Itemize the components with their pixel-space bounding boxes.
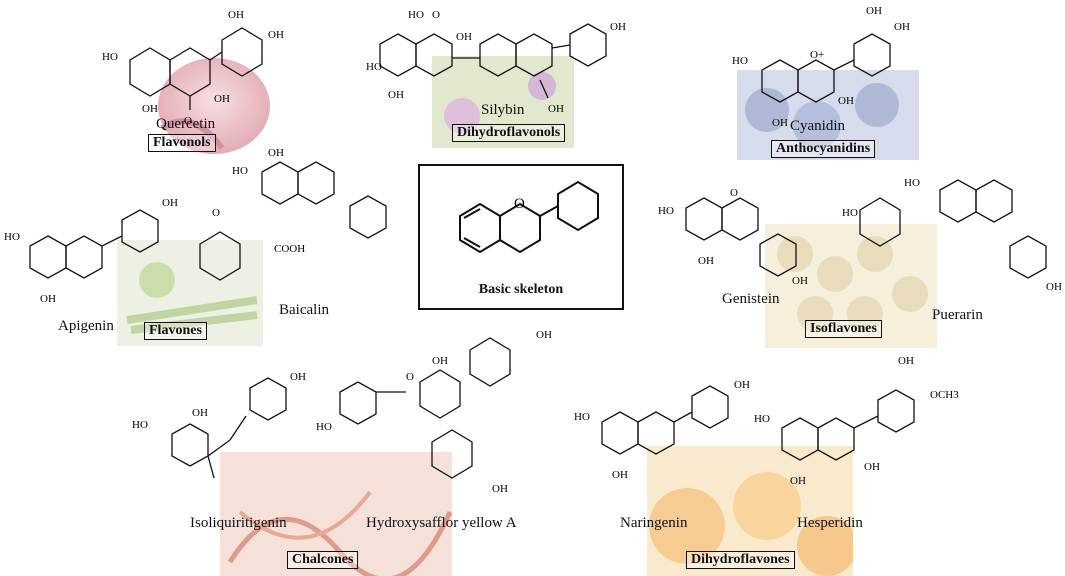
group-oh: OH: [40, 293, 56, 305]
class-label-dihydroflavones: Dihydroflavones: [686, 551, 795, 569]
compound-name-quercetin: Quercetin: [156, 116, 216, 132]
basic-skeleton-label: Basic skeleton: [478, 282, 564, 297]
group-o: O: [432, 9, 440, 21]
compound-name-genistein: Genistein: [722, 291, 780, 307]
group-oh: OH: [192, 407, 208, 419]
group-oh: OH: [898, 355, 914, 367]
group-ho: HO: [904, 177, 920, 189]
group-o-plus: O+: [810, 49, 824, 61]
group-ho: HO: [132, 419, 148, 431]
group-oh: OH: [456, 31, 472, 43]
group-ho: HO: [842, 207, 858, 219]
group-oh: OH: [866, 5, 882, 17]
group-oh: OH: [610, 21, 626, 33]
compound-name-naringenin: Naringenin: [620, 515, 688, 531]
compound-name-puerarin: Puerarin: [932, 307, 983, 323]
group-oh: OH: [612, 469, 628, 481]
group-ho: HO: [102, 51, 118, 63]
group-ho: HO: [316, 421, 332, 433]
class-label-flavones: Flavones: [144, 322, 207, 340]
group-ho: HO: [574, 411, 590, 423]
basic-skeleton-structure: O: [459, 180, 599, 254]
class-label-flavonols: Flavonols: [148, 134, 216, 152]
class-label-isoflavones: Isoflavones: [805, 320, 882, 338]
group-o: O: [514, 196, 525, 212]
compound-name-cyanidin: Cyanidin: [790, 118, 845, 134]
group-oh: OH: [492, 483, 508, 495]
basic-skeleton-box: O Basic skeleton: [418, 164, 624, 310]
group-cooh: COOH: [274, 243, 305, 255]
safflower-photo: [220, 452, 452, 576]
group-och3: OCH3: [930, 389, 959, 401]
group-oh: OH: [268, 29, 284, 41]
compound-name-hesperidin: Hesperidin: [797, 515, 863, 531]
compound-name-hsya: Hydroxysafflor yellow A: [366, 515, 517, 531]
group-ho: HO: [366, 61, 382, 73]
group-ho: HO: [754, 413, 770, 425]
group-oh: OH: [162, 197, 178, 209]
group-oh: OH: [536, 329, 552, 341]
group-oh: OH: [698, 255, 714, 267]
group-oh: OH: [290, 371, 306, 383]
group-o: O: [730, 187, 738, 199]
group-ho: HO: [658, 205, 674, 217]
compound-name-isoliquiritigenin: Isoliquiritigenin: [190, 515, 287, 531]
group-ho: HO: [408, 9, 424, 21]
group-ho: HO: [4, 231, 20, 243]
group-oh: OH: [1046, 281, 1062, 293]
group-oh: OH: [268, 147, 284, 159]
class-label-dihydroflavonols: Dihydroflavonols: [452, 124, 566, 142]
group-oh: OH: [432, 355, 448, 367]
group-ho: HO: [232, 165, 248, 177]
group-oh: OH: [388, 89, 404, 101]
orange-photo: [647, 446, 853, 576]
group-ho: HO: [732, 55, 748, 67]
group-oh: OH: [228, 9, 244, 21]
group-oh: OH: [894, 21, 910, 33]
class-label-anthocyanidins: Anthocyanidins: [771, 140, 876, 158]
class-label-chalcones: Chalcones: [287, 551, 359, 569]
compound-name-baicalin: Baicalin: [279, 302, 329, 318]
group-oh: OH: [734, 379, 750, 391]
compound-name-silybin: Silybin: [481, 102, 525, 118]
group-o: O: [212, 207, 220, 219]
group-oh: OH: [864, 461, 880, 473]
group-o: O: [406, 371, 414, 383]
compound-name-apigenin: Apigenin: [58, 318, 114, 334]
